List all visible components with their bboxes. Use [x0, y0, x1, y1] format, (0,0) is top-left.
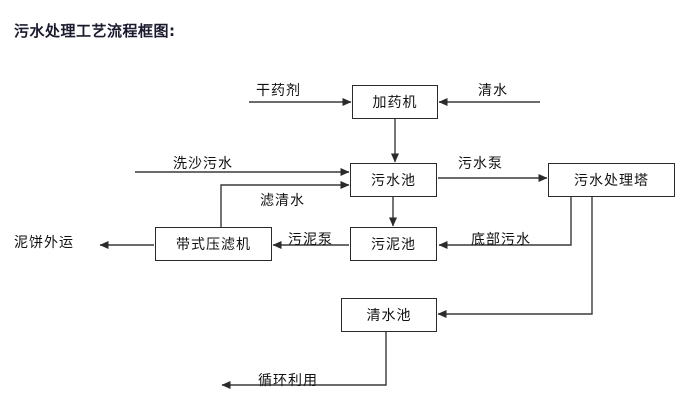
node-treatment-tower[interactable]: 污水处理塔: [548, 163, 675, 197]
node-clean-water-pool[interactable]: 清水池: [341, 298, 437, 332]
node-belt-filter-press[interactable]: 带式压滤机: [155, 227, 272, 261]
node-dosing-machine[interactable]: 加药机: [352, 85, 438, 119]
edge-label-mud-cake-out: 泥饼外运: [14, 235, 74, 251]
edge-label-recycle-reuse: 循环利用: [258, 373, 318, 389]
wire-tower-to-clean-water-pool: [437, 197, 593, 318]
node-wastewater-pool[interactable]: 污水池: [350, 163, 437, 197]
node-label: 带式压滤机: [176, 237, 251, 253]
node-label: 污水处理塔: [574, 173, 649, 189]
node-label: 污泥池: [371, 237, 416, 253]
edge-label-wastewater-pump: 污水泵: [458, 156, 503, 172]
page-title: 污水处理工艺流程框图:: [14, 22, 176, 40]
edge-label-sludge-pump: 污泥泵: [288, 232, 333, 248]
node-label: 清水池: [366, 308, 412, 324]
edge-label-dry-chemical: 干药剂: [256, 83, 301, 99]
node-label: 加药机: [372, 95, 418, 111]
node-sludge-pool[interactable]: 污泥池: [350, 227, 437, 261]
edge-label-sand-wash-water: 洗沙污水: [173, 156, 233, 172]
edge-label-filtered-water: 滤清水: [260, 193, 305, 209]
edge-label-clean-water-in: 清水: [478, 83, 508, 99]
edge-label-bottom-wastewater: 底部污水: [471, 232, 531, 248]
node-label: 污水池: [371, 173, 416, 189]
